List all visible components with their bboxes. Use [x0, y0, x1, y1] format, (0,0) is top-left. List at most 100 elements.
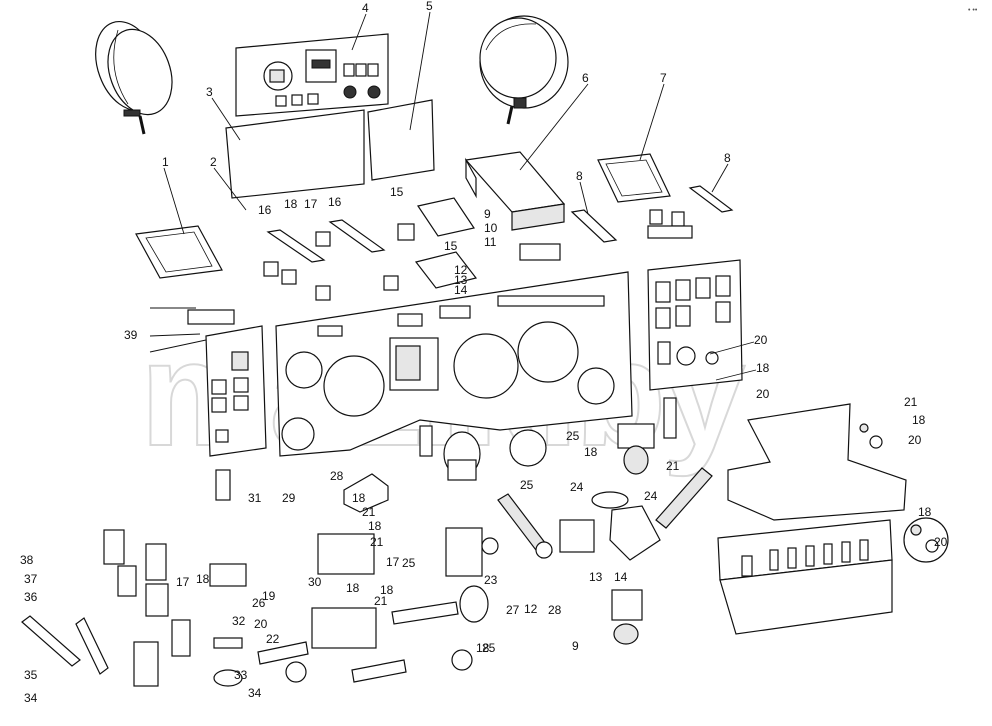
callout-11: 11: [484, 235, 497, 249]
callout-18: 18: [584, 445, 598, 459]
left-switch-panel: [205, 325, 267, 501]
ignition-switch: [611, 589, 643, 621]
callout-21: 21: [374, 594, 388, 608]
callout-19: 19: [262, 589, 276, 603]
callout-31: 31: [248, 491, 262, 505]
callout-18: 18: [912, 413, 926, 427]
callout-7: 7: [660, 71, 667, 85]
callout-36: 36: [24, 590, 38, 604]
callout-16: 16: [328, 195, 342, 209]
callout-39: 39: [124, 328, 138, 342]
callout-8: 8: [576, 169, 583, 183]
ground-strap: [21, 615, 81, 667]
callout-6: 6: [582, 71, 589, 85]
connector-cluster: [103, 529, 247, 687]
callout-25: 25: [402, 556, 416, 570]
callout-20: 20: [254, 617, 268, 631]
corner-mark: • ••: [968, 7, 978, 14]
callout-18: 18: [346, 581, 360, 595]
headlamp-right: [479, 15, 569, 125]
callout-16: 16: [258, 203, 272, 217]
callout-8: 8: [724, 151, 731, 165]
cover-plate-left: [225, 109, 365, 199]
callout-21: 21: [904, 395, 918, 409]
indicator-cap: [925, 539, 939, 553]
callout-18: 18: [196, 572, 210, 586]
callout-14: 14: [454, 283, 468, 297]
callout-1: 1: [162, 155, 169, 169]
callout-22: 22: [266, 632, 280, 646]
callout-12: 12: [454, 263, 468, 277]
callout-5: 5: [426, 0, 433, 13]
frame-left: [135, 225, 223, 279]
callout-20: 20: [754, 333, 768, 347]
relay-modules: [257, 527, 499, 683]
callout-37: 37: [24, 572, 38, 586]
callout-20: 20: [934, 535, 948, 549]
bracket-cover: [464, 151, 566, 231]
main-dashboard: [275, 271, 633, 457]
right-switch-panel: [647, 259, 743, 439]
callout-18: 18: [918, 505, 932, 519]
callout-15: 15: [444, 239, 458, 253]
leader-lines: [149, 11, 757, 381]
callout-14: 14: [614, 570, 628, 584]
callout-3: 3: [206, 85, 213, 99]
callout-33: 33: [234, 668, 248, 682]
side-bracket: [727, 403, 907, 521]
headlamp-left: [95, 20, 173, 135]
connectors: [419, 423, 655, 481]
callout-34: 34: [24, 691, 38, 705]
callout-28: 28: [330, 469, 344, 483]
callout-27: 27: [506, 603, 520, 617]
callout-25: 25: [566, 429, 580, 443]
callout-18: 18: [368, 519, 382, 533]
ground-strap: [75, 617, 109, 675]
callout-23: 23: [484, 573, 498, 587]
callout-25: 25: [520, 478, 534, 492]
callout-21: 21: [666, 459, 680, 473]
terminal-strip: [266, 229, 326, 263]
steering-column-switch: [497, 467, 713, 561]
callout-9: 9: [484, 207, 491, 221]
callout-25: 25: [482, 641, 496, 655]
callout-18: 18: [476, 641, 490, 655]
callout-28: 28: [548, 603, 562, 617]
callout-21: 21: [362, 505, 376, 519]
callout-13: 13: [454, 273, 468, 287]
callout-18: 18: [284, 197, 298, 211]
callout-12: 12: [524, 602, 538, 616]
callout-2: 2: [210, 155, 217, 169]
indicator-cap: [869, 435, 883, 449]
callout-24: 24: [570, 480, 584, 494]
callout-18: 18: [380, 583, 394, 597]
top-switch-panel: [235, 33, 389, 117]
electronic-module: [717, 519, 893, 635]
callout-21: 21: [370, 535, 384, 549]
callout-35: 35: [24, 668, 38, 682]
callout-10: 10: [484, 221, 498, 235]
terminal-strip: [328, 219, 386, 253]
callout-18: 18: [352, 491, 366, 505]
callout-9: 9: [572, 639, 579, 653]
callout-29: 29: [282, 491, 296, 505]
frame-right: [597, 153, 671, 203]
relay-board: [417, 197, 475, 237]
indicator-cap: [910, 524, 922, 536]
callout-17: 17: [386, 555, 400, 569]
callout-15: 15: [390, 185, 404, 199]
callout-32: 32: [232, 614, 246, 628]
callout-20: 20: [908, 433, 922, 447]
callout-20: 20: [756, 387, 770, 401]
bracket-27: [343, 473, 389, 513]
indicator-cap: [859, 423, 869, 433]
callout-24: 24: [644, 489, 658, 503]
callout-4: 4: [362, 1, 369, 15]
terminal-strip: [570, 209, 618, 243]
callout-34: 34: [248, 686, 262, 700]
plate-22: [591, 491, 629, 509]
callout-26: 26: [252, 596, 266, 610]
callout-30: 30: [308, 575, 322, 589]
